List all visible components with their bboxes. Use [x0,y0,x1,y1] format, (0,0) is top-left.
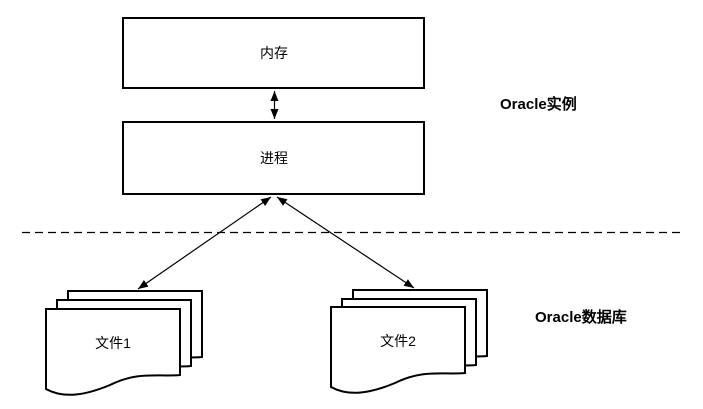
file2-document-front [330,306,466,394]
oracle-instance-label: Oracle实例 [500,96,577,113]
file1-stack [45,290,203,396]
process-file2-arrow [276,196,415,289]
process-file1-arrow [137,196,272,290]
process-box [122,121,425,195]
memory-box [122,17,425,89]
file2-stack [330,289,488,394]
oracle-database-label: Oracle数据库 [535,309,627,326]
file1-document-front [45,308,181,396]
